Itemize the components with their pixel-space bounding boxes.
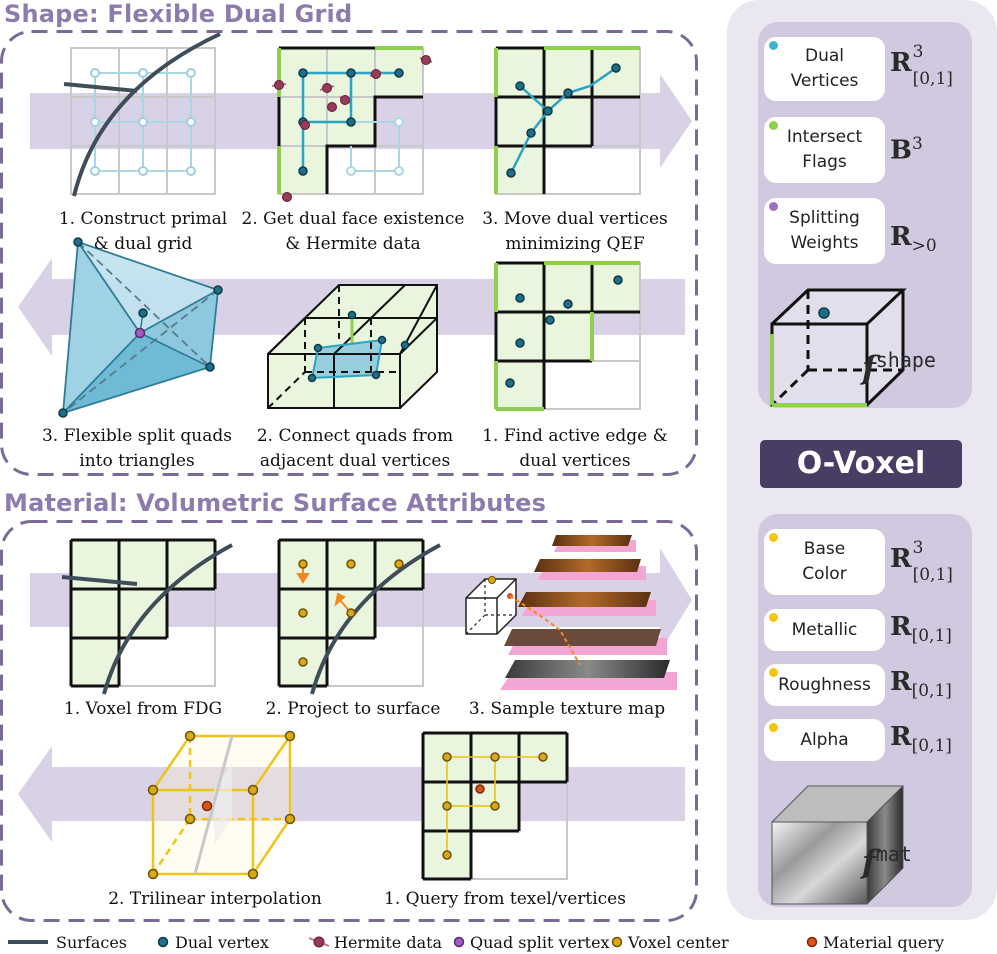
- caption-line: & dual grid: [93, 234, 193, 254]
- attr-roughness-symbol: R[0,1]: [890, 667, 952, 702]
- attr-label: Splitting: [789, 208, 860, 228]
- legend-hermite-data: Hermite data: [334, 932, 443, 952]
- metallic-dot-icon: [769, 613, 778, 622]
- dual-vertex-dot-icon: [769, 41, 778, 50]
- shape-panel: [0, 30, 698, 476]
- intersect-flag-dot-icon: [769, 121, 778, 130]
- caption-line: adjacent dual vertices: [259, 451, 451, 471]
- attr-alpha-symbol: R[0,1]: [890, 722, 952, 757]
- caption-query-texel: 1. Query from texel/vertices: [384, 889, 626, 909]
- primal-dual-grid-diagram: [63, 32, 221, 197]
- flexible-split-diagram: [58, 237, 223, 418]
- material-panel: [0, 520, 698, 922]
- metal-cube-icon: [771, 785, 905, 905]
- o-voxel-label: O-Voxel: [760, 440, 962, 488]
- attr-roughness: Roughness: [764, 664, 885, 706]
- voxel-from-fdg-diagram: [61, 538, 233, 695]
- connect-quads-diagram: [267, 284, 438, 409]
- attr-intersect-flags: Intersect Flags: [764, 117, 885, 183]
- material-backward-arrow: [18, 746, 685, 842]
- caption-line: 1. Find active edge &: [482, 426, 668, 446]
- shape-cube-icon: [770, 288, 907, 407]
- sample-texture-diagram: [465, 535, 677, 690]
- project-to-surface-diagram: [277, 538, 441, 695]
- split-weight-dot-icon: [769, 202, 778, 211]
- caption-line: 3. Flexible split quads: [41, 426, 232, 446]
- caption-voxel-from-fdg: 1. Voxel from FDG: [63, 699, 223, 719]
- attr-base-color: Base Color: [764, 529, 885, 595]
- legend-voxel-center: Voxel center: [628, 932, 729, 952]
- caption-find-active-edge: 1. Find active edge & dual vertices: [470, 424, 680, 474]
- caption-line: dual vertices: [519, 451, 631, 471]
- caption-line: minimizing QEF: [505, 234, 645, 254]
- material-function-label: fmat: [862, 842, 912, 881]
- shape-function-label: fshape: [862, 348, 936, 387]
- caption-dual-face-existence: 2. Get dual face existence & Hermite dat…: [238, 207, 468, 257]
- attr-label: Base: [803, 539, 846, 559]
- caption-connect-quads: 2. Connect quads from adjacent dual vert…: [250, 424, 460, 474]
- attr-metallic-symbol: R[0,1]: [890, 612, 952, 647]
- trilinear-cube-diagram: [147, 730, 296, 880]
- caption-line: into triangles: [79, 451, 195, 471]
- attr-label: Flags: [802, 152, 847, 172]
- base-color-dot-icon: [769, 533, 778, 542]
- legend-surfaces: Surfaces: [56, 932, 128, 952]
- legend-quad-split-vertex: Quad split vertex: [470, 932, 610, 952]
- roughness-dot-icon: [769, 668, 778, 677]
- legend-material-query: Material query: [823, 932, 945, 952]
- caption-line: 1. Construct primal: [58, 209, 228, 229]
- attr-label: Alpha: [800, 729, 849, 750]
- attr-label: Vertices: [790, 71, 859, 91]
- dual-face-hermite-diagram: [271, 46, 433, 202]
- query-texel-diagram: [421, 731, 569, 881]
- caption-trilinear: 2. Trilinear interpolation: [108, 889, 322, 909]
- caption-move-dual-vertices: 3. Move dual vertices minimizing QEF: [470, 207, 680, 257]
- legend-dual-vertex: Dual vertex: [175, 932, 269, 952]
- caption-line: & Hermite data: [285, 234, 421, 254]
- caption-line: 2. Connect quads from: [256, 426, 454, 446]
- caption-project-to-surface: 2. Project to surface: [265, 699, 441, 719]
- attr-metallic: Metallic: [764, 609, 885, 651]
- move-dual-vertices-diagram: [494, 46, 641, 195]
- attr-splitting-weights: Splitting Weights: [764, 198, 885, 264]
- shape-section-title: Shape: Flexible Dual Grid: [4, 0, 353, 28]
- attr-intersect-flags-symbol: B3: [890, 134, 923, 166]
- legend-symbols: [8, 936, 818, 948]
- attr-label: Intersect: [786, 127, 863, 147]
- caption-sample-texture: 3. Sample texture map: [468, 699, 666, 719]
- alpha-dot-icon: [769, 723, 778, 732]
- active-edges-diagram: [494, 261, 641, 411]
- attr-label: Weights: [790, 233, 859, 253]
- attr-label: Roughness: [778, 674, 871, 695]
- attr-splitting-weights-symbol: R>0: [890, 222, 937, 257]
- caption-flexible-split: 3. Flexible split quads into triangles: [32, 424, 242, 474]
- texture-layer-stack: [500, 535, 677, 690]
- attr-dual-vertices: Dual Vertices: [764, 37, 885, 101]
- caption-construct-primal: 1. Construct primal & dual grid: [48, 207, 238, 257]
- attr-label: Metallic: [791, 619, 858, 640]
- caption-line: 3. Move dual vertices: [482, 209, 668, 229]
- attr-label: Color: [802, 564, 847, 584]
- attr-label: Dual: [804, 46, 844, 66]
- attr-alpha: Alpha: [764, 719, 885, 761]
- caption-line: 2. Get dual face existence: [241, 209, 465, 229]
- material-section-title: Material: Volumetric Surface Attributes: [4, 489, 547, 517]
